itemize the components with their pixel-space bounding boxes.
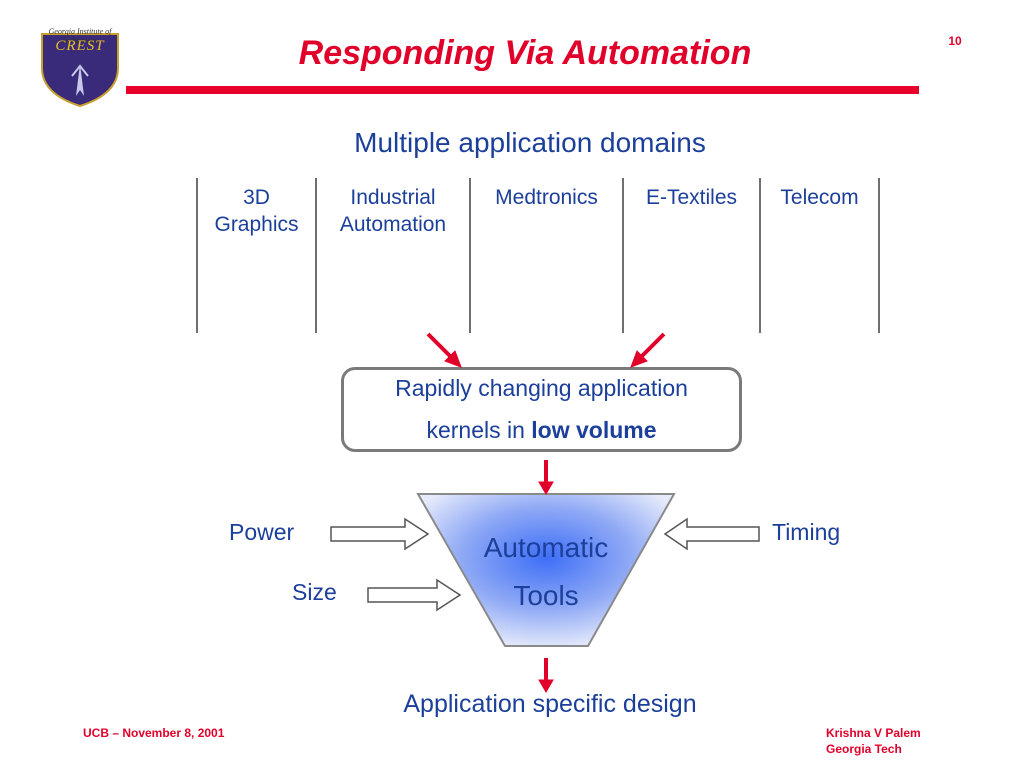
page-number: 10 [948, 34, 962, 48]
kernels-line1: Rapidly changing application [395, 375, 688, 401]
red-arrow-left-diagonal [426, 332, 462, 368]
logo-name: CREST [55, 38, 105, 54]
size-arrow [367, 578, 462, 612]
footer-left: UCB – November 8, 2001 [83, 726, 225, 740]
size-label: Size [292, 579, 337, 605]
footer-right-org: Georgia Tech [826, 742, 902, 756]
timing-arrow [663, 517, 760, 551]
red-arrow-right-diagonal [630, 332, 666, 368]
red-arrow-down-to-output [538, 658, 554, 693]
crest-logo [41, 33, 119, 108]
column-divider [622, 178, 624, 333]
logo-institution-text: Georgia Institute of Technology [48, 27, 112, 45]
power-arrow [330, 517, 430, 551]
column-divider [315, 178, 317, 333]
kernels-line2: kernels in low volume [426, 417, 657, 443]
domains-heading: Multiple application domains [354, 127, 706, 158]
power-label: Power [229, 519, 295, 545]
funnel-shape [416, 493, 676, 647]
domain-medtronics: Medtronics [495, 186, 598, 209]
timing-label: Timing [772, 519, 841, 545]
column-divider [469, 178, 471, 333]
funnel-label-tools: Tools [513, 580, 579, 611]
domain-e-textiles: E-Textiles [645, 186, 738, 209]
red-arrow-down-to-funnel [538, 460, 554, 495]
footer-right-name: Krishna V Palem [826, 726, 921, 740]
funnel-label-automatic: Automatic [483, 532, 609, 563]
output-label: Application specific design [403, 690, 697, 718]
column-divider [759, 178, 761, 333]
column-divider [196, 178, 198, 333]
kernels-box [341, 367, 742, 452]
title-underline [126, 86, 919, 94]
slide-title: Responding Via Automation [298, 34, 752, 72]
domain-telecom: Telecom [780, 186, 859, 209]
column-divider [878, 178, 880, 333]
